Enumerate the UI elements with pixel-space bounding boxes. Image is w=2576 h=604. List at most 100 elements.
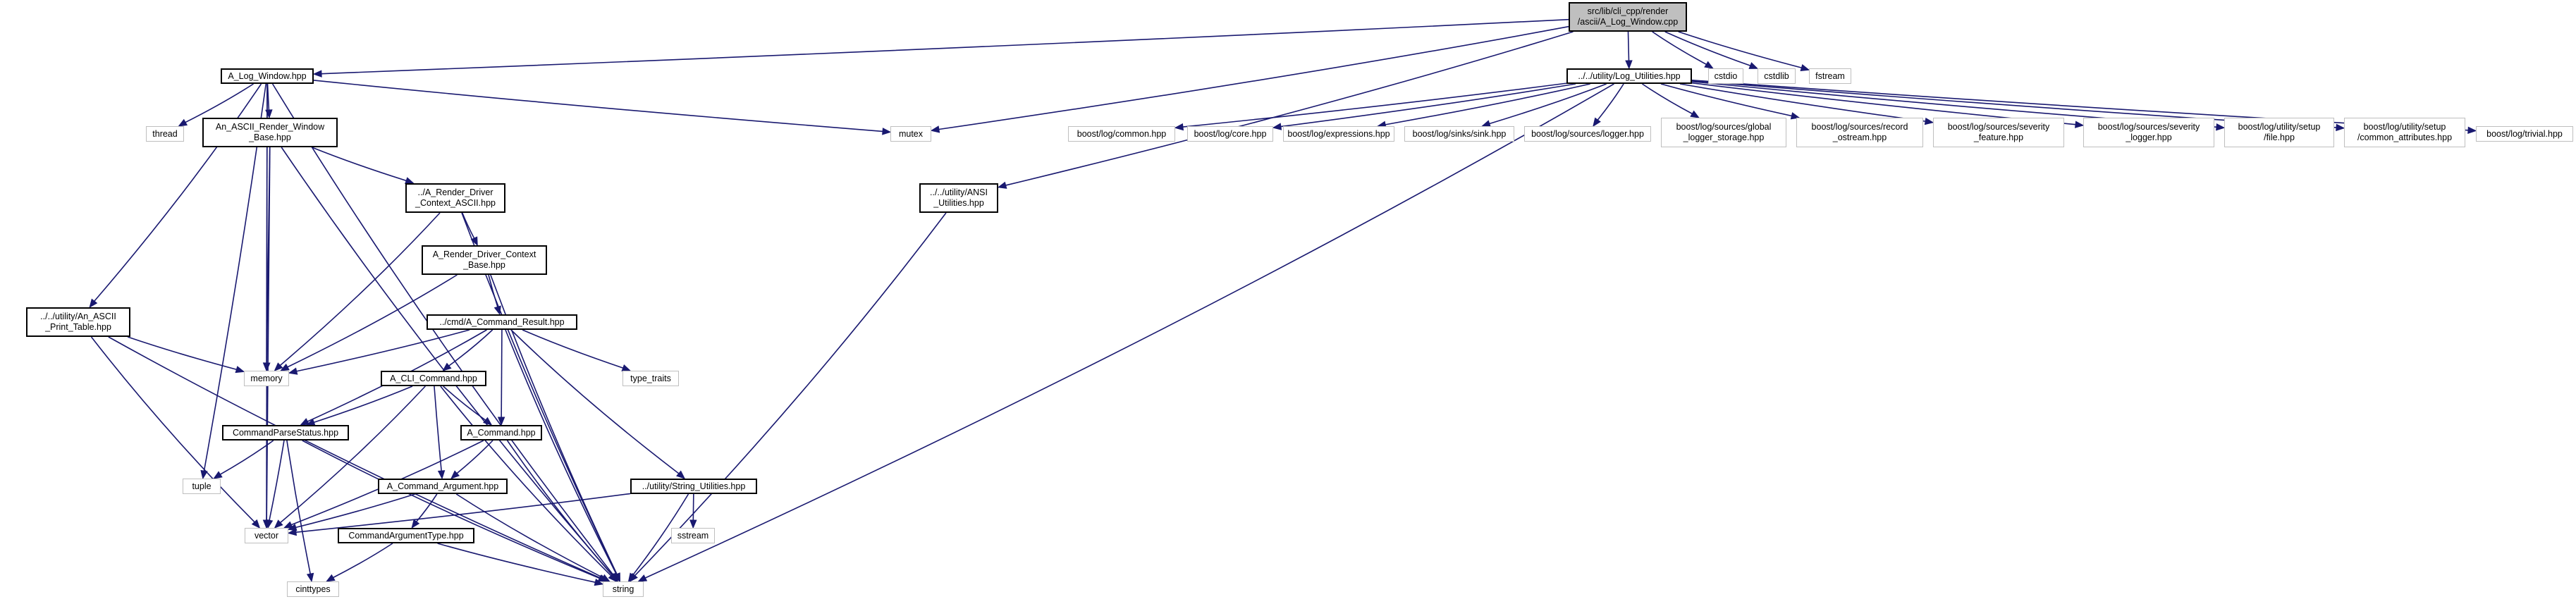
edge-cli-command-to-command-parse-status — [314, 386, 413, 423]
node-label: cinttypes — [295, 584, 331, 594]
node-label: vector — [254, 530, 279, 541]
edge-log-utilities-hpp-to-boost-common — [1182, 82, 1567, 128]
edge-render-window-base-to-string — [281, 147, 613, 576]
arrowhead — [497, 417, 505, 426]
edge-command-argument-type-to-string — [437, 543, 596, 583]
node-boost-logger: boost/log/sources/logger.hpp — [1524, 126, 1651, 142]
edge-a-command-to-command-argument — [456, 440, 493, 474]
node-render-driver-base[interactable]: A_Render_Driver_Context _Base.hpp — [422, 245, 547, 275]
edge-root-to-fstream — [1678, 31, 1802, 68]
arrowhead — [251, 519, 261, 529]
node-boost-sink: boost/log/sinks/sink.hpp — [1404, 126, 1514, 142]
node-command-argument-type[interactable]: CommandArgumentType.hpp — [338, 528, 474, 543]
node-label: boost/log/utility/setup /file.hpp — [2238, 122, 2321, 142]
node-cstdlib: cstdlib — [1758, 68, 1796, 84]
edge-ascii-print-table-to-vector — [90, 336, 255, 523]
node-label: type_traits — [630, 373, 671, 383]
node-label: ../../utility/An_ASCII _Print_Table.hpp — [40, 312, 116, 332]
node-root[interactable]: src/lib/cli_cpp/render /ascii/A_Log_Wind… — [1569, 2, 1687, 32]
arrowhead — [629, 572, 638, 583]
edge-command-argument-type-to-cinttypes — [333, 543, 393, 579]
arrowhead — [283, 521, 293, 529]
edge-log-window-hpp-to-thread — [185, 83, 254, 123]
node-memory: memory — [244, 371, 289, 386]
arrowhead — [274, 519, 283, 529]
node-boost-severity-feature: boost/log/sources/severity _feature.hpp — [1933, 118, 2064, 147]
arrowhead — [594, 578, 604, 586]
edge-log-utilities-hpp-to-string — [645, 83, 1614, 579]
node-boost-severity-logger: boost/log/sources/severity _logger.hpp — [2083, 118, 2214, 147]
node-boost-expressions: boost/log/expressions.hpp — [1283, 126, 1394, 142]
edge-render-window-base-to-vector — [266, 147, 271, 521]
node-tuple: tuple — [183, 479, 221, 494]
arrowhead — [325, 574, 336, 582]
edge-root-to-cstdio — [1652, 31, 1707, 66]
node-boost-global-logger: boost/log/sources/global _logger_storage… — [1661, 118, 1786, 147]
node-label: ../cmd/A_Command_Result.hpp — [439, 316, 565, 327]
node-log-window-hpp[interactable]: A_Log_Window.hpp — [221, 68, 314, 84]
node-label: string — [612, 584, 634, 594]
edge-command-argument-to-string — [455, 493, 603, 579]
edge-string-utilities-to-sstream — [692, 493, 694, 521]
edge-render-driver-ascii-to-render-driver-base — [462, 212, 475, 239]
node-label: boost/log/sinks/sink.hpp — [1412, 128, 1507, 139]
arrowhead — [280, 363, 290, 371]
arrowhead — [200, 469, 208, 480]
arrowhead — [263, 362, 271, 372]
edge-string-utilities-to-string — [632, 493, 689, 576]
node-boost-core: boost/log/core.hpp — [1187, 126, 1273, 142]
arrowhead — [1625, 60, 1633, 70]
edge-cli-command-to-string — [440, 386, 612, 577]
edge-cli-command-to-vector — [280, 386, 426, 524]
edge-ascii-print-table-to-memory — [127, 336, 237, 371]
node-string-utilities[interactable]: ../utility/String_Utilities.hpp — [630, 479, 757, 494]
arrowhead — [2075, 121, 2085, 128]
arrowhead — [637, 574, 648, 582]
edge-render-driver-base-to-memory — [287, 274, 458, 368]
arrowhead — [1924, 117, 1934, 125]
node-a-command[interactable]: A_Command.hpp — [460, 425, 542, 440]
node-label: boost/log/trivial.hpp — [2486, 128, 2563, 139]
node-ascii-print-table[interactable]: ../../utility/An_ASCII _Print_Table.hpp — [26, 307, 130, 337]
node-render-window-base[interactable]: An_ASCII_Render_Window _Base.hpp — [202, 118, 338, 147]
edge-string-utilities-to-vector — [295, 493, 631, 533]
arrowhead — [1174, 123, 1184, 131]
node-label: CommandParseStatus.hpp — [232, 427, 339, 438]
edge-log-utilities-hpp-to-boost-expressions — [1385, 83, 1590, 125]
node-label: A_Command.hpp — [467, 427, 536, 438]
arrowhead — [882, 128, 892, 135]
node-log-utilities-hpp[interactable]: ../../utility/Log_Utilities.hpp — [1566, 68, 1692, 84]
node-label: tuple — [192, 481, 211, 491]
node-label: mutex — [898, 128, 924, 139]
node-boost-record-ostream: boost/log/sources/record _ostream.hpp — [1796, 118, 1923, 147]
node-ansi-utilities[interactable]: ../../utility/ANSI _Utilities.hpp — [919, 183, 998, 213]
edge-command-result-to-string-utilities — [510, 329, 680, 474]
edge-command-parse-status-to-tuple — [220, 440, 274, 475]
node-command-argument[interactable]: A_Command_Argument.hpp — [378, 479, 508, 494]
arrowhead — [442, 362, 452, 371]
edge-render-driver-base-to-command-result — [488, 274, 498, 307]
node-command-parse-status[interactable]: CommandParseStatus.hpp — [222, 425, 349, 440]
arrowhead — [609, 572, 618, 583]
arrowhead — [483, 417, 493, 426]
arrowhead — [411, 519, 420, 529]
node-cli-command[interactable]: A_CLI_Command.hpp — [381, 371, 486, 386]
arrowhead — [1704, 61, 1714, 69]
edge-ascii-print-table-to-string — [108, 336, 601, 579]
node-command-result[interactable]: ../cmd/A_Command_Result.hpp — [427, 314, 577, 330]
node-label: boost/log/common.hpp — [1077, 128, 1167, 139]
node-render-driver-ascii[interactable]: ../A_Render_Driver _Context_ASCII.hpp — [405, 183, 505, 213]
arrowhead — [274, 362, 283, 371]
node-boost-common-attributes: boost/log/utility/setup /common_attribut… — [2344, 118, 2465, 147]
edge-log-utilities-hpp-to-boost-core — [1280, 83, 1576, 128]
arrowhead — [89, 298, 98, 309]
arrowhead — [676, 470, 686, 479]
arrowhead — [1593, 117, 1601, 128]
edge-root-to-cstdlib — [1664, 31, 1751, 66]
node-label: CommandArgumentType.hpp — [348, 530, 464, 541]
edge-command-result-to-a-command — [501, 329, 503, 418]
node-label: ../../utility/ANSI _Utilities.hpp — [930, 187, 988, 208]
arrowhead — [1748, 62, 1759, 69]
node-label: memory — [250, 373, 283, 383]
